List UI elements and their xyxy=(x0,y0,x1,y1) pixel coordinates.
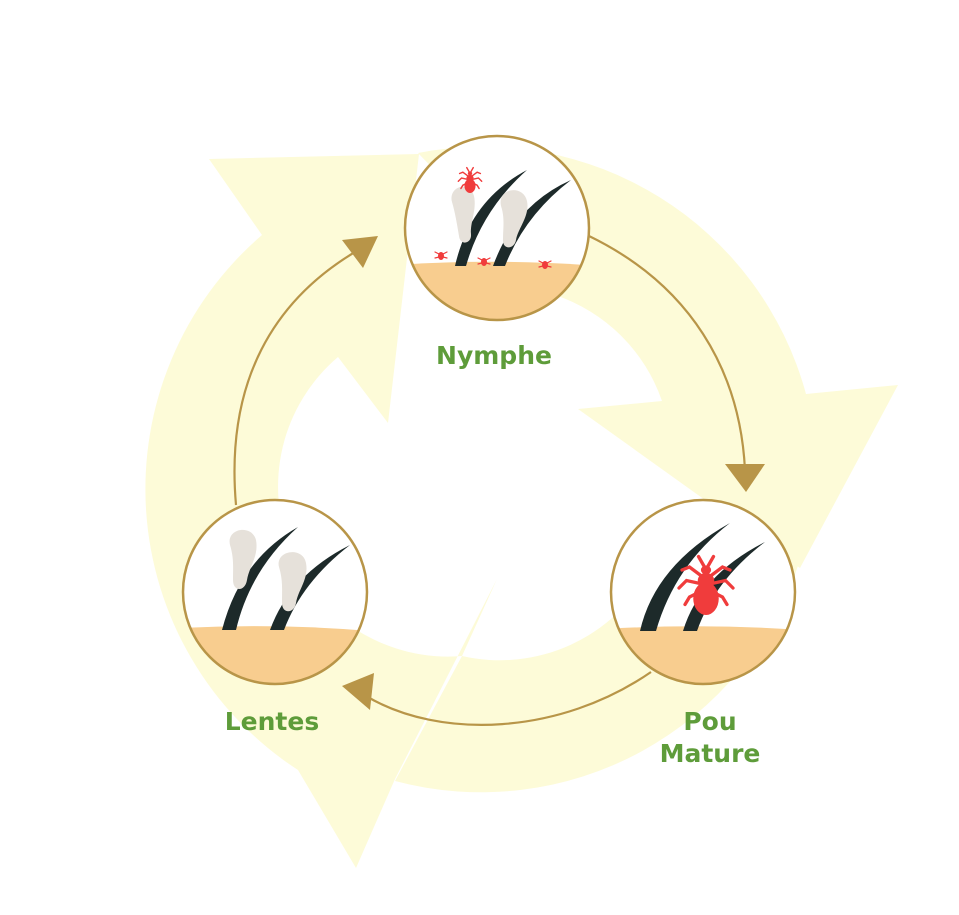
nit-egg-icon xyxy=(278,552,307,612)
stage-label-nymphe: Nymphe xyxy=(394,340,594,372)
arrow-heads xyxy=(342,236,765,710)
ring-arc-left xyxy=(145,154,498,868)
stage-label-lentes: Lentes xyxy=(172,706,372,738)
cycle-arrows xyxy=(233,235,747,726)
hair-strand-icon xyxy=(640,523,730,631)
arrow-pou-to-lentes xyxy=(365,671,652,726)
stage-circle-nymphe xyxy=(403,134,591,322)
nit-egg-icon xyxy=(451,186,475,243)
stage-label-line: Nymphe xyxy=(436,341,552,370)
arrowhead-left-icon xyxy=(342,673,374,710)
hair-strand-icon xyxy=(222,527,298,630)
arrowhead-down-icon xyxy=(725,464,765,492)
nit-egg-icon xyxy=(229,529,257,589)
arrowhead-up-icon xyxy=(342,236,378,268)
arrow-nymphe-to-pou xyxy=(588,235,747,471)
stage-label-pou-mature: Pou Mature xyxy=(610,706,810,770)
stage-label-line: Pou xyxy=(683,707,737,736)
stage-circle-lentes xyxy=(181,498,369,686)
arrow-lentes-to-nymphe xyxy=(233,251,356,506)
nit-egg-icon xyxy=(500,190,528,248)
hair-strand-icon xyxy=(455,170,527,266)
stage-label-line: Lentes xyxy=(224,707,320,736)
stage-label-line: Mature xyxy=(659,739,761,768)
